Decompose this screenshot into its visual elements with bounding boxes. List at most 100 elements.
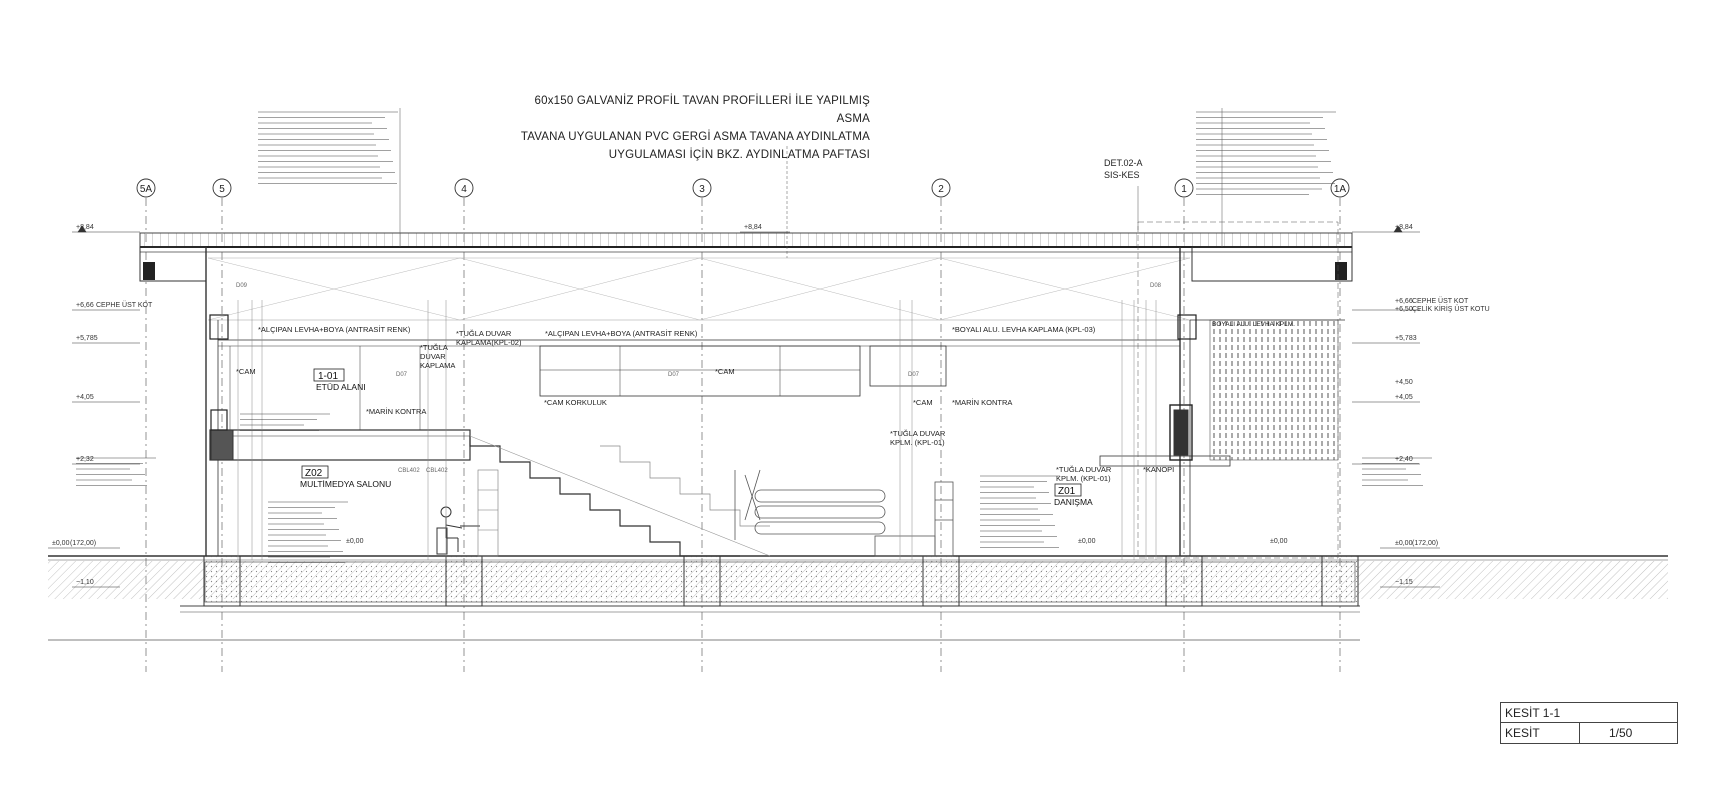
- room-code-z01: Z01: [1058, 486, 1076, 497]
- footing-3: [922, 555, 960, 607]
- axis-bubble-2: [931, 178, 951, 198]
- room-labels: 1-01 ETÜD ALANI Z02 MULTİMEDYA SALONU Z0…: [300, 368, 1093, 507]
- label-cam-3: *CAM: [913, 398, 933, 407]
- level-roof-right: +8,84: [1395, 224, 1413, 231]
- element-tags: D09 D07 D07 D07 D08 CBL402 CBL402: [236, 283, 1162, 474]
- level-facade-right-note: CEPHE ÜST KOT: [1412, 297, 1469, 305]
- label-tugla-kplm01b-1: *TUĞLA DUVAR: [1056, 465, 1112, 474]
- room-code-z02: Z02: [305, 468, 323, 479]
- axis-bubble-1a: [1330, 178, 1350, 198]
- level-floor-left: +2,32: [76, 456, 94, 463]
- footing-4: [1165, 555, 1203, 607]
- label-tugla-kplm01-2: KPLM. (KPL-01): [890, 438, 945, 447]
- level-mezz-left: +5,785: [76, 335, 98, 342]
- label-marin-2: *MARİN KONTRA: [952, 398, 1012, 407]
- level-facade-left: +6,66: [76, 302, 94, 309]
- label-tugla-kpl02-1: *TUĞLA DUVAR: [456, 329, 512, 338]
- label-alcipan-mid: *ALÇIPAN LEVHA+BOYA (ANTRASİT RENK): [545, 329, 698, 338]
- tag-d08: D08: [1150, 283, 1162, 289]
- footing-5: [1321, 555, 1359, 607]
- level-mid-left: +4,05: [76, 394, 94, 401]
- ground-layer: [48, 555, 1668, 641]
- label-kanopi: *KANOPİ: [1143, 465, 1174, 474]
- level-roof-left: +8,84: [76, 224, 94, 231]
- label-cam-korkuluk: *CAM KORKULUK: [544, 398, 607, 407]
- structure: [205, 247, 1345, 556]
- section-name: KESİT 1-1: [1505, 706, 1561, 720]
- room-name-multimedya: MULTİMEDYA SALONU: [300, 479, 391, 489]
- axis-label-4: 4: [461, 184, 467, 195]
- label-marin-1: *MARİN KONTRA: [366, 407, 426, 416]
- level-upper-right: +4,50: [1395, 379, 1413, 386]
- roof-assembly: [139, 232, 1353, 321]
- ceiling-note: 60x150 GALVANİZ PROFİL TAVAN PROFİLLERİ …: [500, 92, 870, 164]
- detail-ref-line2: SIS-KES: [1104, 170, 1140, 180]
- ceiling-note-line1: 60x150 GALVANİZ PROFİL TAVAN PROFİLLERİ …: [534, 95, 870, 125]
- level-facade-right: +6,66: [1395, 298, 1413, 305]
- level-foundation-left: −1,10: [76, 579, 94, 586]
- label-cam-2: *CAM: [715, 367, 735, 376]
- level-ground-right: ±0,00: [1395, 540, 1413, 547]
- leader-lines: [399, 108, 1339, 559]
- axis-bubble-5a: [136, 178, 156, 198]
- tag-d07-a: D07: [396, 372, 408, 378]
- label-tugla-v-3: KAPLAMA: [420, 361, 455, 370]
- axis-label-1: 1: [1181, 184, 1187, 195]
- axis-label-1a: 1A: [1334, 184, 1347, 195]
- footing-0: [203, 555, 241, 607]
- label-boyali-alu: *BOYALI ALU. LEVHA KAPLAMA (KPL-03): [952, 325, 1096, 334]
- level-mezz-right: +5,783: [1395, 335, 1417, 342]
- label-boyali-alu-right: BOYALI ALU. LEVHA KPLM.: [1212, 321, 1295, 328]
- detail-ref-line1: DET.02-A: [1104, 158, 1143, 168]
- room-code-1-01: 1-01: [318, 371, 338, 382]
- axis-bubble-1: [1174, 178, 1194, 198]
- label-tugla-v-1: *TUĞLA: [420, 343, 448, 352]
- title-block-row-name: KESİT 1-1: [1501, 703, 1677, 723]
- foundation-footings: [203, 555, 1359, 607]
- level-ground-mid-3: ±0,00: [1270, 538, 1288, 545]
- level-beam-right-note: ÇELİK KİRİŞ ÜST KOTU: [1412, 304, 1490, 313]
- level-ground-mid-2: ±0,00: [1078, 538, 1096, 545]
- person-figure: [436, 506, 480, 555]
- tag-d09: D09: [236, 283, 248, 289]
- title-block: KESİT 1-1 KESİT 1/50: [1500, 702, 1678, 744]
- level-texts: +8,84 +8,84 +8,84 +6,66 CEPHE ÜST KOT +6…: [52, 224, 1490, 586]
- level-ground-right-abs: (172,00): [1412, 540, 1438, 547]
- drawing-type: KESİT: [1505, 726, 1540, 740]
- drawing-scale: 1/50: [1609, 726, 1633, 740]
- tag-cbl402-a: CBL402: [398, 468, 420, 474]
- axis-label-5: 5: [219, 184, 225, 195]
- reception-desk: [874, 481, 954, 557]
- label-alcipan-left: *ALÇIPAN LEVHA+BOYA (ANTRASİT RENK): [258, 325, 411, 334]
- axis-bubble-5: [212, 178, 232, 198]
- level-mid-right: +4,05: [1395, 394, 1413, 401]
- level-floor-right: +2,40: [1395, 456, 1413, 463]
- label-tugla-kpl02-2: KAPLAMA(KPL-02): [456, 338, 522, 347]
- label-tugla-kplm01b-2: KPLM. (KPL-01): [1056, 474, 1111, 483]
- title-block-row-scale: KESİT 1/50: [1501, 723, 1677, 743]
- level-facade-left-note: CEPHE ÜST KOT: [96, 301, 153, 309]
- room-name-etud: ETÜD ALANI: [316, 382, 366, 392]
- ceiling-note-line3: UYGULAMASI İÇİN BKZ. AYDINLATMA PAFTASI: [608, 149, 870, 161]
- level-ground-mid-1: ±0,00: [346, 538, 364, 545]
- bleacher-seats: [734, 469, 886, 540]
- material-notes: [76, 111, 1432, 563]
- footing-1: [445, 555, 483, 607]
- title-block-divider: [1579, 723, 1580, 743]
- level-foundation-right: −1,15: [1395, 579, 1413, 586]
- tag-d07-c: D07: [908, 372, 920, 378]
- material-labels: *ALÇIPAN LEVHA+BOYA (ANTRASİT RENK) *ALÇ…: [236, 321, 1295, 483]
- level-markers: [48, 225, 1440, 588]
- tag-d07-b: D07: [668, 372, 680, 378]
- label-tugla-v-2: DUVAR: [420, 352, 446, 361]
- level-roof-mid: +8,84: [744, 224, 762, 231]
- bookshelf: [477, 469, 499, 557]
- axis-bubble-3: [692, 178, 712, 198]
- room-name-danisma: DANIŞMA: [1054, 497, 1093, 507]
- stair-stringer: [600, 445, 770, 527]
- axis-bubble-4: [454, 178, 474, 198]
- staircase: [469, 436, 740, 557]
- ceiling-note-line2: TAVANA UYGULANAN PVC GERGİ ASMA TAVANA A…: [520, 131, 870, 143]
